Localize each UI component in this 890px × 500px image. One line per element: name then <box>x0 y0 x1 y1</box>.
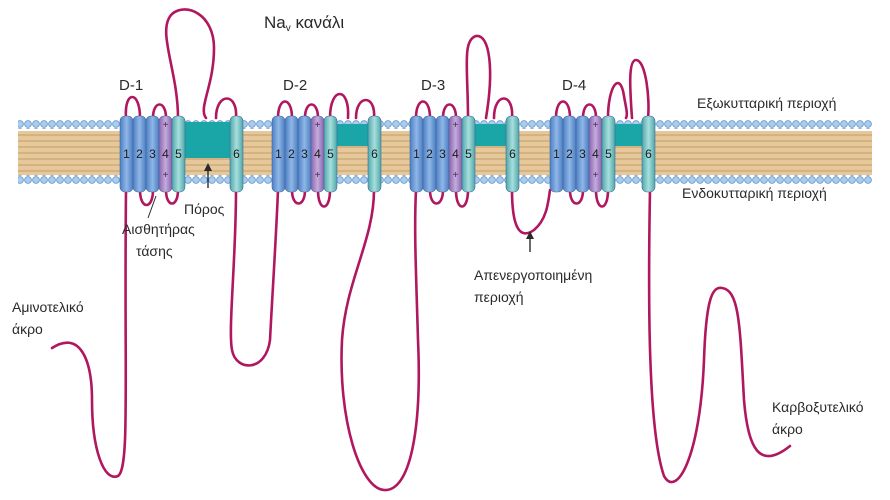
helix-number: 2 <box>288 147 295 161</box>
loop-s1-s2-d1 <box>126 97 140 118</box>
helix-number: 6 <box>233 147 240 161</box>
helix-s5-d1: 5 <box>172 116 185 192</box>
helix-number: 6 <box>371 147 378 161</box>
helix-number: 3 <box>149 147 156 161</box>
positive-charge: + <box>315 120 321 131</box>
helix-s2-d1: 2 <box>133 116 146 192</box>
helix-number: 4 <box>452 147 459 161</box>
helix-number: 5 <box>327 147 334 161</box>
pore-loop-d3-small <box>494 99 512 119</box>
loop-s4-s5-d4 <box>596 190 608 207</box>
pore-label: Πόρος <box>184 201 225 217</box>
n-terminus-label-line2: άκρο <box>12 321 43 337</box>
helix-number: 4 <box>592 147 599 161</box>
helix-s5-d4: 5 <box>602 116 615 192</box>
helix-number: 5 <box>605 147 612 161</box>
positive-charge: + <box>593 170 599 181</box>
pore-segment-d3 <box>470 124 508 146</box>
loop-s1-s2-d4 <box>556 102 570 119</box>
helix-number: 1 <box>553 147 560 161</box>
pore-loop-d1-large <box>166 9 214 118</box>
helix-s1-d3: 1 <box>410 116 423 192</box>
helix-s3-d1: 3 <box>146 116 159 192</box>
helix-number: 3 <box>579 147 586 161</box>
diagram-title: Nav κανάλι <box>264 13 344 34</box>
pore-segment-d1 <box>180 122 230 158</box>
c-terminal-tail <box>649 190 790 482</box>
positive-charge: + <box>453 120 459 131</box>
positive-charge: + <box>163 170 169 181</box>
helix-number: 1 <box>413 147 420 161</box>
n-terminus-label-line1: Αμινοτελικό <box>12 299 84 315</box>
pore-loop-d2-b <box>356 100 374 118</box>
helix-s4-d4: 4 + + <box>589 116 602 192</box>
pore-segment-d2 <box>332 124 368 146</box>
helix-s2-d4: 2 <box>563 116 576 192</box>
c-terminus-label-line2: άκρο <box>772 421 803 437</box>
pore-loop-d1-small <box>216 99 236 119</box>
helix-s1-d2: 1 <box>272 116 285 192</box>
helix-number: 4 <box>314 147 321 161</box>
helix-number: 2 <box>566 147 573 161</box>
helix-number: 5 <box>175 147 182 161</box>
voltage-sensor-label-line1: Αισθητήρας <box>122 221 195 237</box>
positive-charge: + <box>593 120 599 131</box>
domain-label-d3: D-3 <box>421 77 445 94</box>
voltage-sensor-label-line2: τάσης <box>136 243 173 259</box>
pore-loop-d3-large <box>467 36 490 118</box>
helix-s3-d2: 3 <box>298 116 311 192</box>
helix-number: 6 <box>645 147 652 161</box>
loop-s4-s5-d3 <box>456 190 468 207</box>
inactivation-loop <box>512 190 550 233</box>
positive-charge: + <box>315 170 321 181</box>
helix-number: 3 <box>439 147 446 161</box>
helix-s4-d3: 4 + + <box>449 116 462 192</box>
helix-number: 2 <box>426 147 433 161</box>
domain-label-d1: D-1 <box>119 77 143 94</box>
helix-s4-d1: 4 + + <box>159 116 172 192</box>
helix-number: 3 <box>301 147 308 161</box>
helix-number: 4 <box>162 147 169 161</box>
pore-loop-d4-b <box>630 60 648 118</box>
helix-s5-d2: 5 <box>324 116 337 192</box>
pore-segment-d4 <box>612 124 642 146</box>
helix-s5-d3: 5 <box>462 116 475 192</box>
helix-s4-d2: 4 + + <box>311 116 324 192</box>
linker-d2-d3 <box>342 190 419 490</box>
loop-s1-s2-d3 <box>416 102 430 119</box>
positive-charge: + <box>163 120 169 131</box>
helix-s3-d3: 3 <box>436 116 449 192</box>
inactivation-label-line1: Απενεργοποιημένη <box>474 267 592 283</box>
helix-s2-d2: 2 <box>285 116 298 192</box>
positive-charge: + <box>453 170 459 181</box>
domain-label-d4: D-4 <box>562 77 586 94</box>
pore-loop-d4-a <box>608 83 627 118</box>
loop-s4-s5-d2 <box>318 190 330 207</box>
pore-loop-d2-a <box>330 94 348 118</box>
n-terminal-tail <box>52 190 126 477</box>
helix-s3-d4: 3 <box>576 116 589 192</box>
extracellular-label: Εξωκυτταρική περιοχή <box>697 95 836 111</box>
inactivation-label-line2: περιοχή <box>474 289 524 305</box>
c-terminus-label-line1: Καρβοξυτελικό <box>772 399 864 415</box>
helix-number: 2 <box>136 147 143 161</box>
helix-s2-d3: 2 <box>423 116 436 192</box>
helix-s6-d4: 6 <box>642 116 655 192</box>
helix-s6-d3: 6 <box>506 116 519 192</box>
helix-s1-d4: 1 <box>550 116 563 192</box>
linker-d1-d2 <box>231 190 278 365</box>
helix-number: 5 <box>465 147 472 161</box>
loop-s1-s2-d2 <box>278 102 292 119</box>
intracellular-label: Ενδοκυτταρική περιοχή <box>682 185 827 201</box>
helix-s6-d2: 6 <box>368 116 381 192</box>
domain-label-d2: D-2 <box>283 77 307 94</box>
helix-number: 1 <box>123 147 130 161</box>
helix-s6-d1: 6 <box>230 116 243 192</box>
helix-number: 1 <box>275 147 282 161</box>
helix-number: 6 <box>509 147 516 161</box>
helix-s1-d1: 1 <box>120 116 133 192</box>
